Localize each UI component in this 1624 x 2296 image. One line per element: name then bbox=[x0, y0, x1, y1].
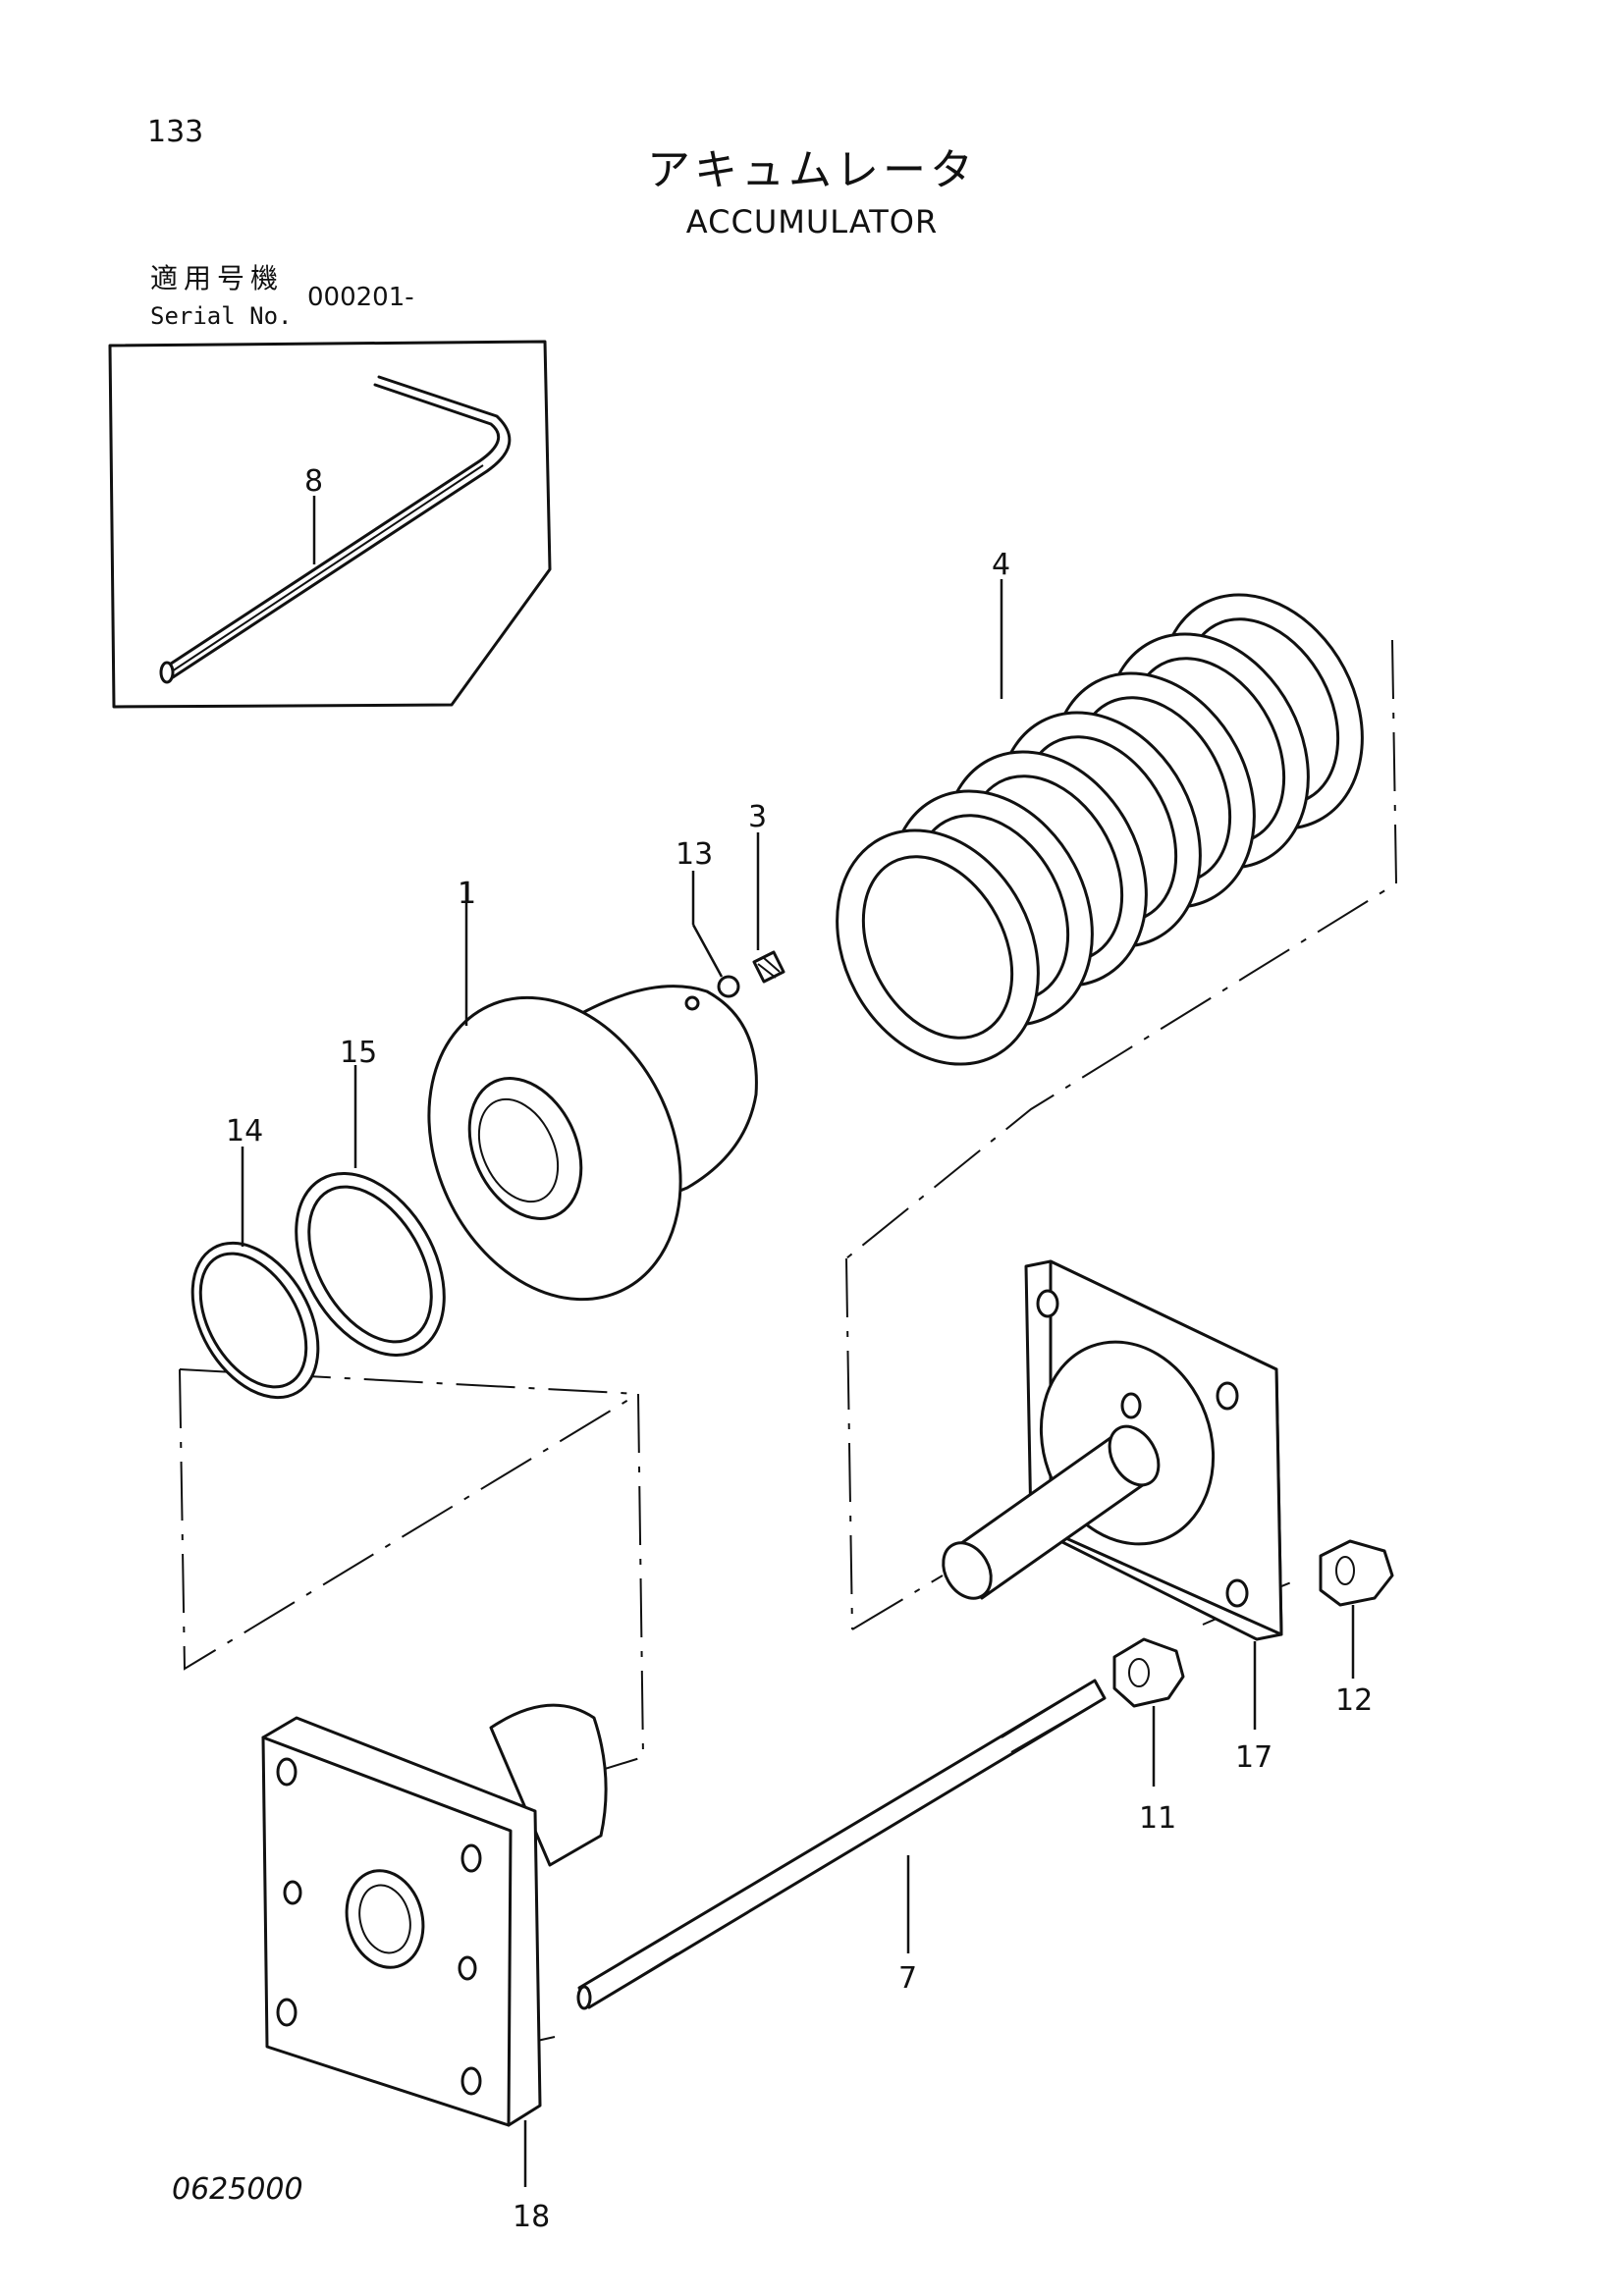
callout-3: 3 bbox=[748, 800, 767, 834]
stud-bolt-part-7 bbox=[576, 1679, 1107, 2010]
serial-label: Serial No. bbox=[150, 302, 293, 330]
callout-8: 8 bbox=[304, 464, 323, 499]
page-title: ACCUMULATOR bbox=[685, 203, 939, 240]
callout-14: 14 bbox=[226, 1114, 263, 1148]
callout-12: 12 bbox=[1335, 1683, 1373, 1718]
ring-part-14 bbox=[190, 1147, 320, 1400]
drawing-code: 0625000 bbox=[172, 2172, 303, 2207]
ball-part-13 bbox=[691, 871, 740, 998]
nut-part-11 bbox=[1112, 1637, 1185, 1787]
page-number: 133 bbox=[147, 115, 204, 149]
base-flange-part-18 bbox=[261, 1703, 608, 2187]
coil-spring-part-4 bbox=[836, 579, 1364, 1066]
serial-label-japanese: 適用号機 bbox=[150, 262, 285, 294]
callout-15: 15 bbox=[340, 1036, 377, 1070]
callout-17: 17 bbox=[1235, 1740, 1272, 1775]
callout-1: 1 bbox=[458, 877, 476, 911]
hex-wrench-part-8 bbox=[159, 375, 512, 684]
piston-part-1 bbox=[427, 883, 758, 1302]
flange-part-17 bbox=[942, 1259, 1283, 1730]
plug-part-3 bbox=[752, 832, 785, 984]
callout-4: 4 bbox=[992, 548, 1010, 582]
callout-18: 18 bbox=[513, 2200, 550, 2234]
callout-11: 11 bbox=[1139, 1801, 1176, 1836]
nut-part-12 bbox=[1319, 1539, 1394, 1679]
callout-7: 7 bbox=[898, 1961, 917, 1996]
page-title-japanese: アキュムレータ bbox=[647, 145, 977, 195]
inset-box-hex-wrench bbox=[108, 340, 552, 709]
callout-13: 13 bbox=[676, 837, 713, 872]
ring-part-15 bbox=[295, 1065, 446, 1357]
serial-number-value: 000201- bbox=[307, 283, 414, 312]
